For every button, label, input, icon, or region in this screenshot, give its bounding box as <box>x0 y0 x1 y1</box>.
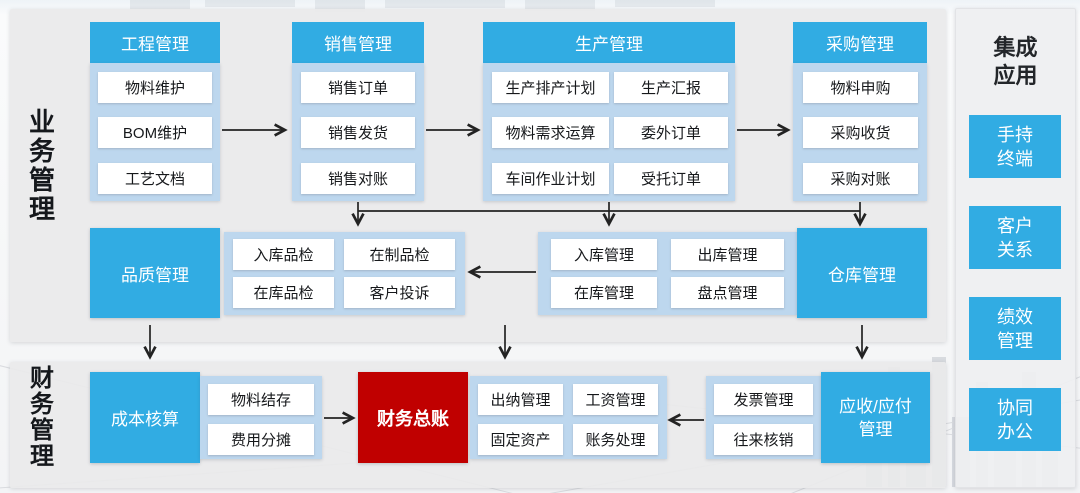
item-sales-order: 销售订单 <box>301 72 415 103</box>
sidebar-item-collaborative-office: 协同办公 <box>969 388 1061 451</box>
block-cost-accounting: 成本核算 <box>90 372 200 463</box>
sidebar-item-customer-relationship: 客户关系 <box>969 206 1061 269</box>
item-incoming-inspection: 入库品检 <box>233 239 334 270</box>
item-accounting-processing: 账务处理 <box>573 424 658 455</box>
item-sales-delivery: 销售发货 <box>301 117 415 148</box>
label-business-management: 业务管理 <box>28 107 55 224</box>
item-process-document: 工艺文档 <box>98 163 212 194</box>
item-inprocess-inspection: 在制品检 <box>344 239 455 270</box>
item-production-report: 生产汇报 <box>614 72 728 103</box>
item-stocktake-management: 盘点管理 <box>671 277 784 308</box>
item-material-requisition: 物料申购 <box>803 72 918 103</box>
item-material-maintenance: 物料维护 <box>98 72 212 103</box>
item-fixed-assets: 固定资产 <box>478 424 563 455</box>
item-stock-management: 在库管理 <box>551 277 657 308</box>
block-ar-ap-label: 应收/应付管理 <box>839 396 912 439</box>
item-invoice-management: 发票管理 <box>714 384 813 415</box>
item-stock-inspection: 在库品检 <box>233 277 334 308</box>
group-header-procurement: 采购管理 <box>793 22 927 63</box>
sidebar-item-handheld-terminal: 手持终端 <box>969 115 1061 178</box>
item-consignment-order: 受托订单 <box>614 163 728 194</box>
item-mrp-calculation: 物料需求运算 <box>492 117 609 148</box>
item-inbound-management: 入库管理 <box>551 239 657 270</box>
item-payroll-management: 工资管理 <box>573 384 658 415</box>
item-purchase-reconciliation: 采购对账 <box>803 163 918 194</box>
item-outbound-management: 出库管理 <box>671 239 784 270</box>
item-cashier-management: 出纳管理 <box>478 384 563 415</box>
block-warehouse-management: 仓库管理 <box>797 228 927 318</box>
item-purchase-receipt: 采购收货 <box>803 117 918 148</box>
block-general-ledger: 财务总账 <box>358 372 468 463</box>
item-customer-complaint: 客户投诉 <box>344 277 455 308</box>
sidebar-title-text: 集成应用 <box>993 35 1038 88</box>
item-production-schedule: 生产排产计划 <box>492 72 609 103</box>
sidebar-title: 集成应用 <box>955 34 1076 90</box>
item-bom-maintenance: BOM维护 <box>98 117 212 148</box>
item-sales-reconciliation: 销售对账 <box>301 163 415 194</box>
group-header-production: 生产管理 <box>483 22 735 63</box>
label-finance-management: 财务管理 <box>30 365 54 470</box>
item-material-balance: 物料结存 <box>208 384 314 415</box>
sidebar-item-performance-management: 绩效管理 <box>969 297 1061 360</box>
block-ar-ap-management: 应收/应付管理 <box>821 372 930 463</box>
group-header-sales: 销售管理 <box>292 22 424 63</box>
group-header-engineering: 工程管理 <box>90 22 220 63</box>
block-quality-management: 品质管理 <box>90 228 220 318</box>
item-outsource-order: 委外订单 <box>614 117 728 148</box>
item-reconciliation-writeoff: 往来核销 <box>714 424 813 455</box>
item-workshop-plan: 车间作业计划 <box>492 163 609 194</box>
item-expense-allocation: 费用分摊 <box>208 424 314 455</box>
